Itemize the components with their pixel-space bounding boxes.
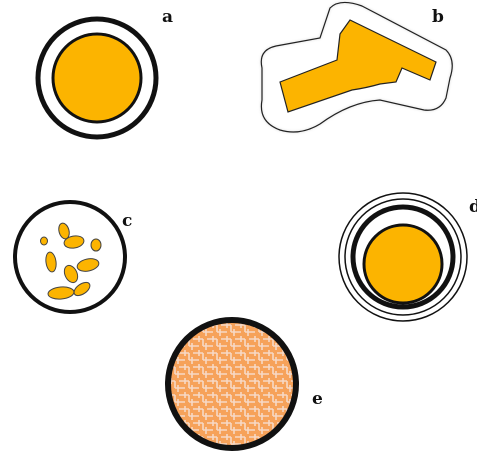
panel-e-label: e [312, 389, 323, 409]
particle [41, 237, 48, 245]
panel-b-label: b [432, 7, 444, 27]
panel-d-label: d [469, 197, 477, 217]
panel-a-core [53, 34, 141, 122]
panel-e: e [168, 320, 323, 448]
panel-d: d [339, 193, 477, 321]
panel-e-core [168, 320, 296, 448]
panel-c: c [15, 202, 132, 312]
panel-a-label: a [162, 7, 173, 27]
panel-d-core [364, 225, 442, 303]
panel-a: a [38, 7, 173, 137]
panel-c-label: c [122, 211, 132, 231]
panel-b: b [261, 2, 452, 132]
particle [91, 239, 101, 251]
